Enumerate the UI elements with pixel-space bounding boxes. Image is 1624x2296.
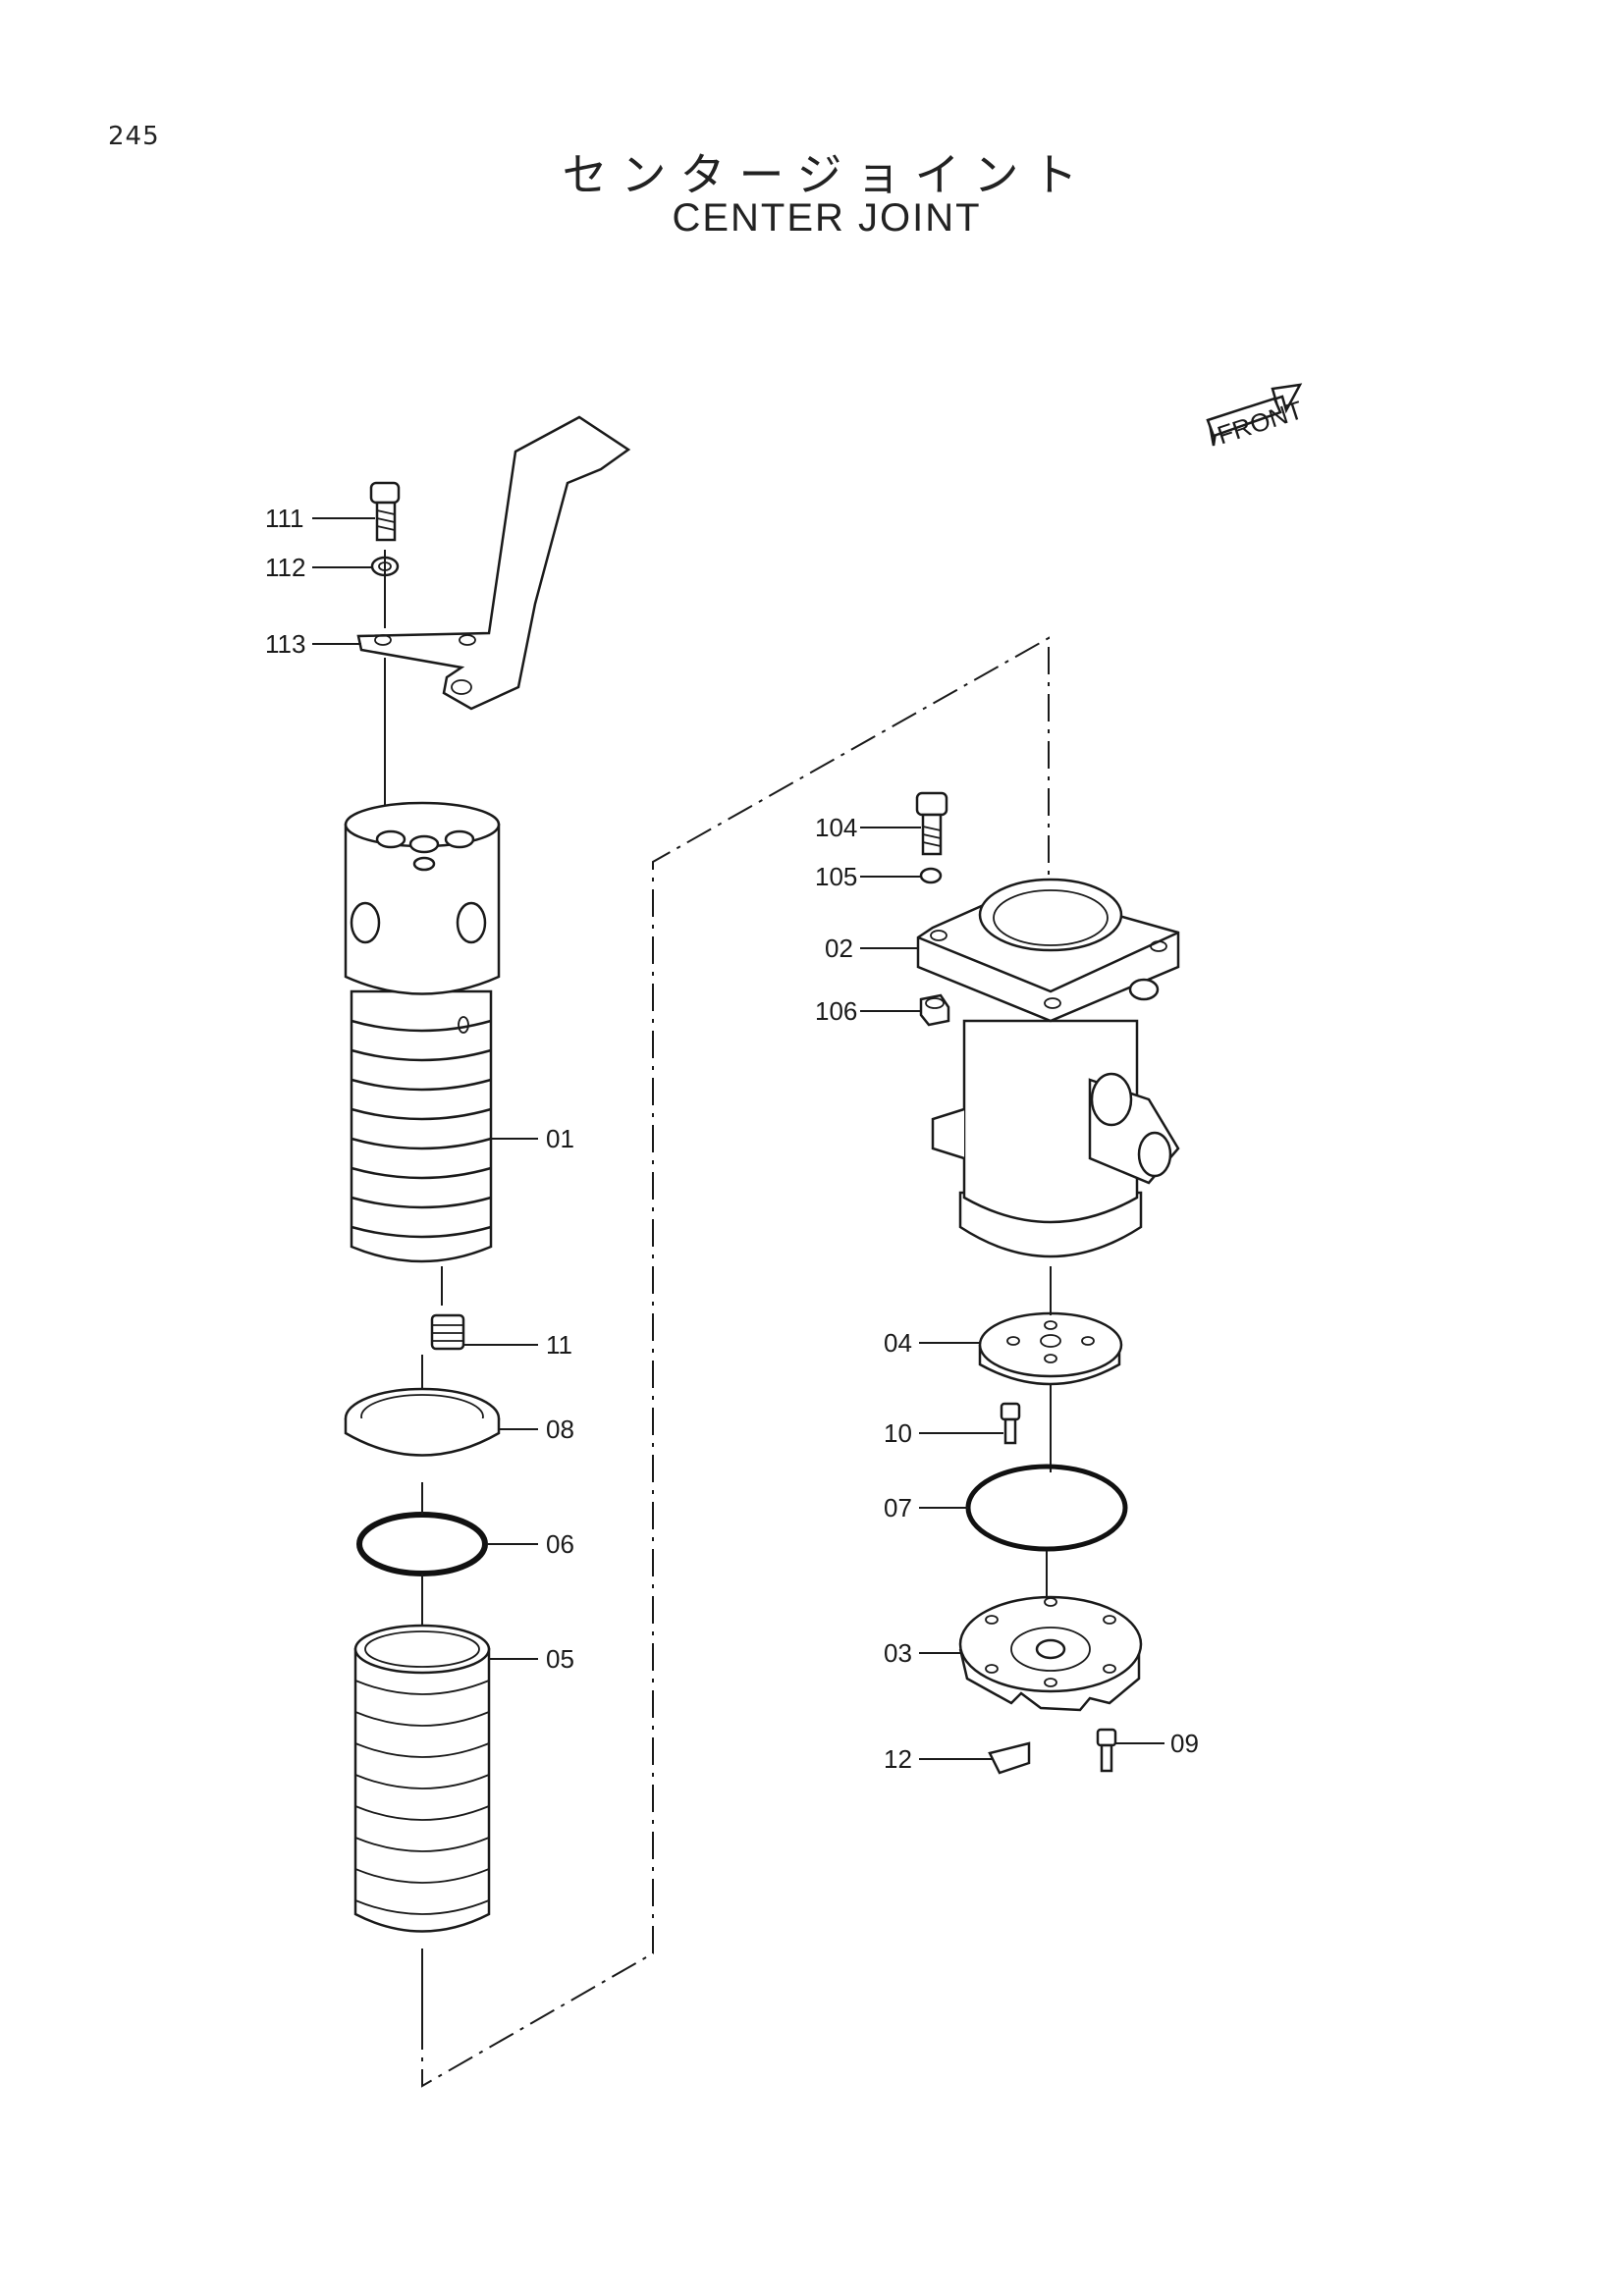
callout-02: 02 <box>825 934 853 963</box>
callout-10: 10 <box>884 1418 912 1448</box>
front-arrow-icon: FRONT <box>1206 383 1307 450</box>
callout-01: 01 <box>546 1124 574 1153</box>
callout-106: 106 <box>815 996 857 1026</box>
cover-04 <box>978 1311 1123 1386</box>
callout-leaders <box>312 517 1164 1760</box>
callout-05: 05 <box>546 1644 574 1674</box>
page-number: 245 <box>108 122 160 151</box>
callout-111: 111 <box>265 504 304 533</box>
callout-105: 105 <box>815 862 857 891</box>
body-02 <box>916 878 1180 1258</box>
plate-12 <box>988 1741 1031 1775</box>
callout-112: 112 <box>265 553 305 582</box>
screw-09 <box>1096 1728 1117 1773</box>
washer-105 <box>919 867 943 884</box>
plug-11 <box>430 1313 465 1351</box>
o-ring-07 <box>965 1464 1128 1552</box>
callout-09: 09 <box>1170 1729 1199 1758</box>
callout-104: 104 <box>815 813 857 842</box>
callout-07: 07 <box>884 1493 912 1522</box>
assembly-centerline <box>421 636 1050 2088</box>
callout-04: 04 <box>884 1328 912 1358</box>
o-ring-06 <box>356 1512 488 1576</box>
seal-ring-08 <box>344 1387 501 1457</box>
bracket-part <box>356 415 631 711</box>
callout-113: 113 <box>265 629 305 659</box>
bolt-111 <box>369 481 401 542</box>
callout-03: 03 <box>884 1638 912 1668</box>
cover-03 <box>958 1595 1143 1712</box>
callout-12: 12 <box>884 1744 912 1774</box>
callout-06: 06 <box>546 1529 574 1559</box>
nut-106 <box>919 993 950 1027</box>
seal-stack-05 <box>353 1624 491 1933</box>
spindle-01 <box>344 801 501 1263</box>
callout-11: 11 <box>546 1330 572 1360</box>
title-japanese: センタージョイント <box>562 148 1092 201</box>
screw-10 <box>1000 1402 1021 1445</box>
callout-08: 08 <box>546 1415 574 1444</box>
bolt-104 <box>915 791 948 856</box>
title-english: CENTER JOINT <box>672 196 982 240</box>
